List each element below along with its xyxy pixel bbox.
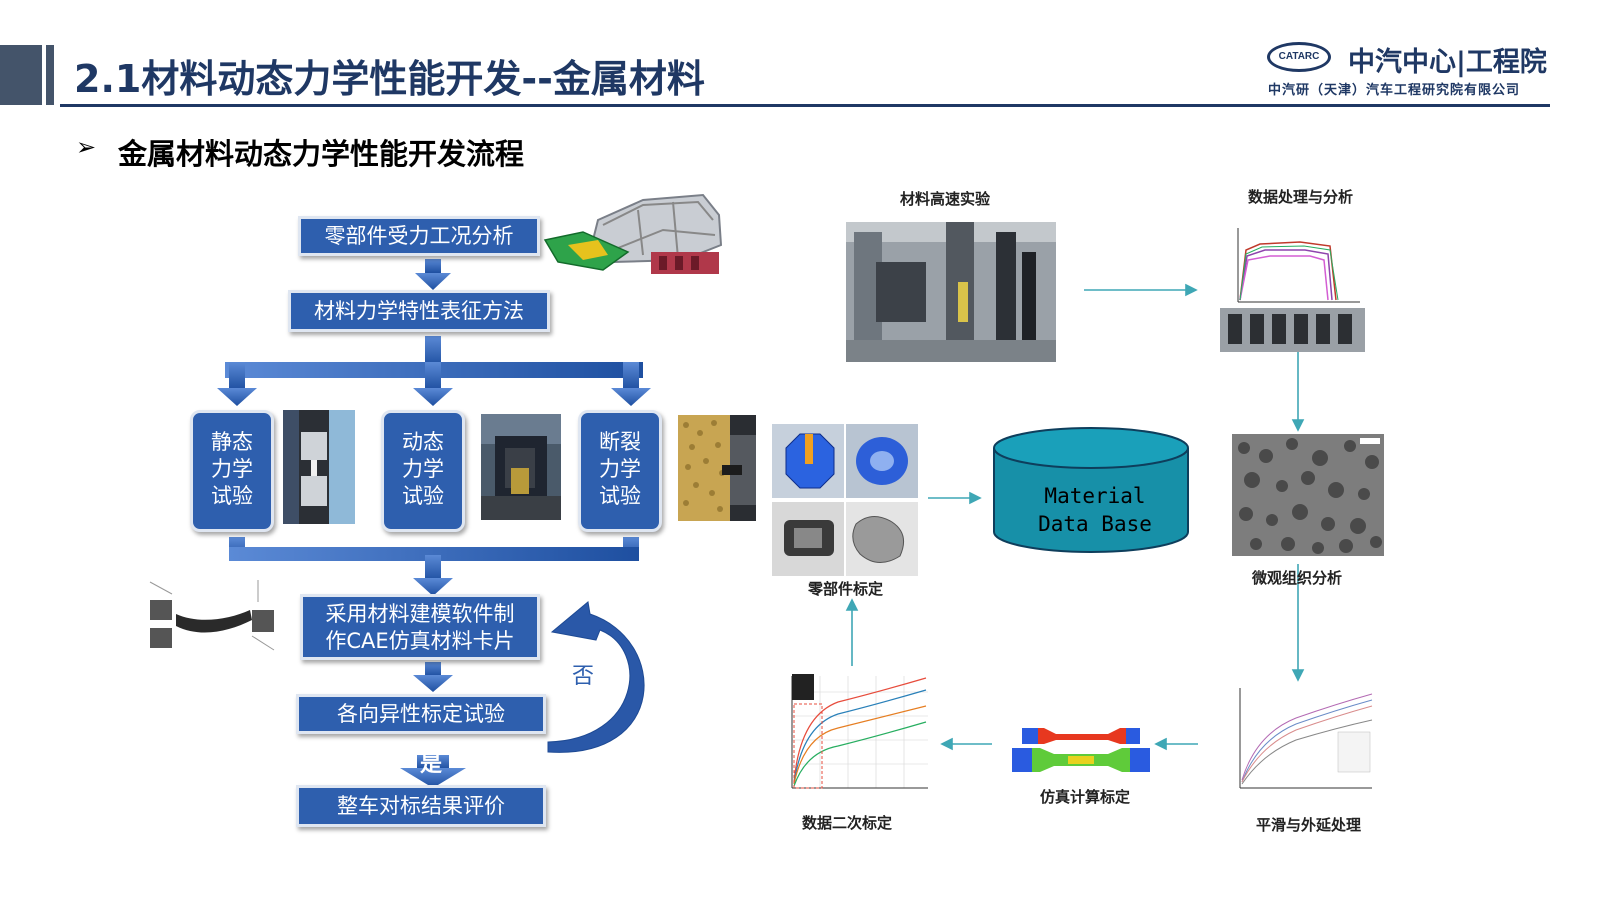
database-label: Material Data Base xyxy=(1020,482,1170,538)
arrow-merge xyxy=(229,537,639,596)
label-simulation-calibration: 仿真计算标定 xyxy=(1040,788,1131,806)
simulation-calibration-image xyxy=(1012,728,1150,772)
section-subtitle: 金属材料动态力学性能开发流程 xyxy=(118,137,525,171)
material-card-line-2: 作CAE仿真材料卡片 xyxy=(325,629,515,653)
arrow-down-4 xyxy=(413,662,453,692)
flow-step-vehicle-evaluation: 整车对标结果评价 xyxy=(296,785,546,827)
flow-box-static-test: 静态 力学 试验 xyxy=(190,410,274,532)
high-speed-test-image xyxy=(846,222,1056,362)
arrow-down-yes xyxy=(400,755,466,788)
fracture-line-1: 断裂 xyxy=(599,430,641,454)
logo-subtitle: 中汽研（天津）汽车工程研究院有限公司 xyxy=(1268,83,1521,98)
flow-box-dynamic-test: 动态 力学 试验 xyxy=(381,410,465,532)
database-line-1: Material xyxy=(1044,484,1146,508)
arrow-down-1 xyxy=(415,259,451,290)
flow-step-component-analysis: 零部件受力工况分析 xyxy=(298,216,540,256)
header-accent-bar xyxy=(0,45,42,105)
label-data-processing: 数据处理与分析 xyxy=(1248,188,1354,206)
bumper-cae-image xyxy=(148,580,276,662)
component-calibration-image xyxy=(772,424,918,576)
no-label: 否 xyxy=(572,664,595,689)
process-arrows xyxy=(845,283,1305,751)
static-line-1: 静态 xyxy=(211,430,253,454)
data-processing-image xyxy=(1220,220,1365,352)
loop-back-arrow xyxy=(547,601,645,753)
flow-box-fracture-test: 断裂 力学 试验 xyxy=(578,410,662,532)
fracture-line-3: 试验 xyxy=(599,484,641,508)
dynamic-line-3: 试验 xyxy=(402,484,444,508)
flowchart-connectors xyxy=(217,259,651,788)
header-accent-bar-thin xyxy=(46,45,54,105)
arrow-split-three xyxy=(217,336,651,406)
label-component-calibration: 零部件标定 xyxy=(808,580,884,598)
static-line-3: 试验 xyxy=(211,484,253,508)
flow-step-anisotropy: 各向异性标定试验 xyxy=(296,694,546,734)
material-card-line-1: 采用材料建模软件制 xyxy=(325,602,515,626)
label-high-speed-test: 材料高速实验 xyxy=(900,190,991,208)
smoothing-chart xyxy=(1226,684,1376,804)
database-line-2: Data Base xyxy=(1038,512,1152,536)
dynamic-line-1: 动态 xyxy=(402,430,444,454)
static-test-image xyxy=(283,410,355,524)
secondary-calibration-chart xyxy=(778,672,930,806)
car-body-image xyxy=(543,193,723,274)
page-title: 2.1材料动态力学性能开发--金属材料 xyxy=(74,57,705,101)
fracture-test-image xyxy=(678,415,756,521)
yes-label: 是 xyxy=(420,752,443,777)
logo-name: 中汽中心|工程院 xyxy=(1348,47,1547,78)
header-divider xyxy=(60,104,1550,107)
microstructure-image xyxy=(1232,434,1384,556)
flow-step-material-card: 采用材料建模软件制 作CAE仿真材料卡片 xyxy=(300,594,540,660)
catarc-logo-mark: CATARC xyxy=(1267,42,1331,72)
flow-step-characterization: 材料力学特性表征方法 xyxy=(288,290,550,332)
fracture-line-2: 力学 xyxy=(599,457,641,481)
dynamic-test-image xyxy=(481,414,561,520)
label-microstructure-analysis: 微观组织分析 xyxy=(1252,569,1343,587)
dynamic-line-2: 力学 xyxy=(402,457,444,481)
label-secondary-calibration: 数据二次标定 xyxy=(802,814,893,832)
static-line-2: 力学 xyxy=(211,457,253,481)
material-database-cylinder xyxy=(993,427,1189,553)
label-smoothing-extrapolation: 平滑与外延处理 xyxy=(1256,816,1362,834)
bullet-arrow-icon: ➢ xyxy=(76,133,97,161)
